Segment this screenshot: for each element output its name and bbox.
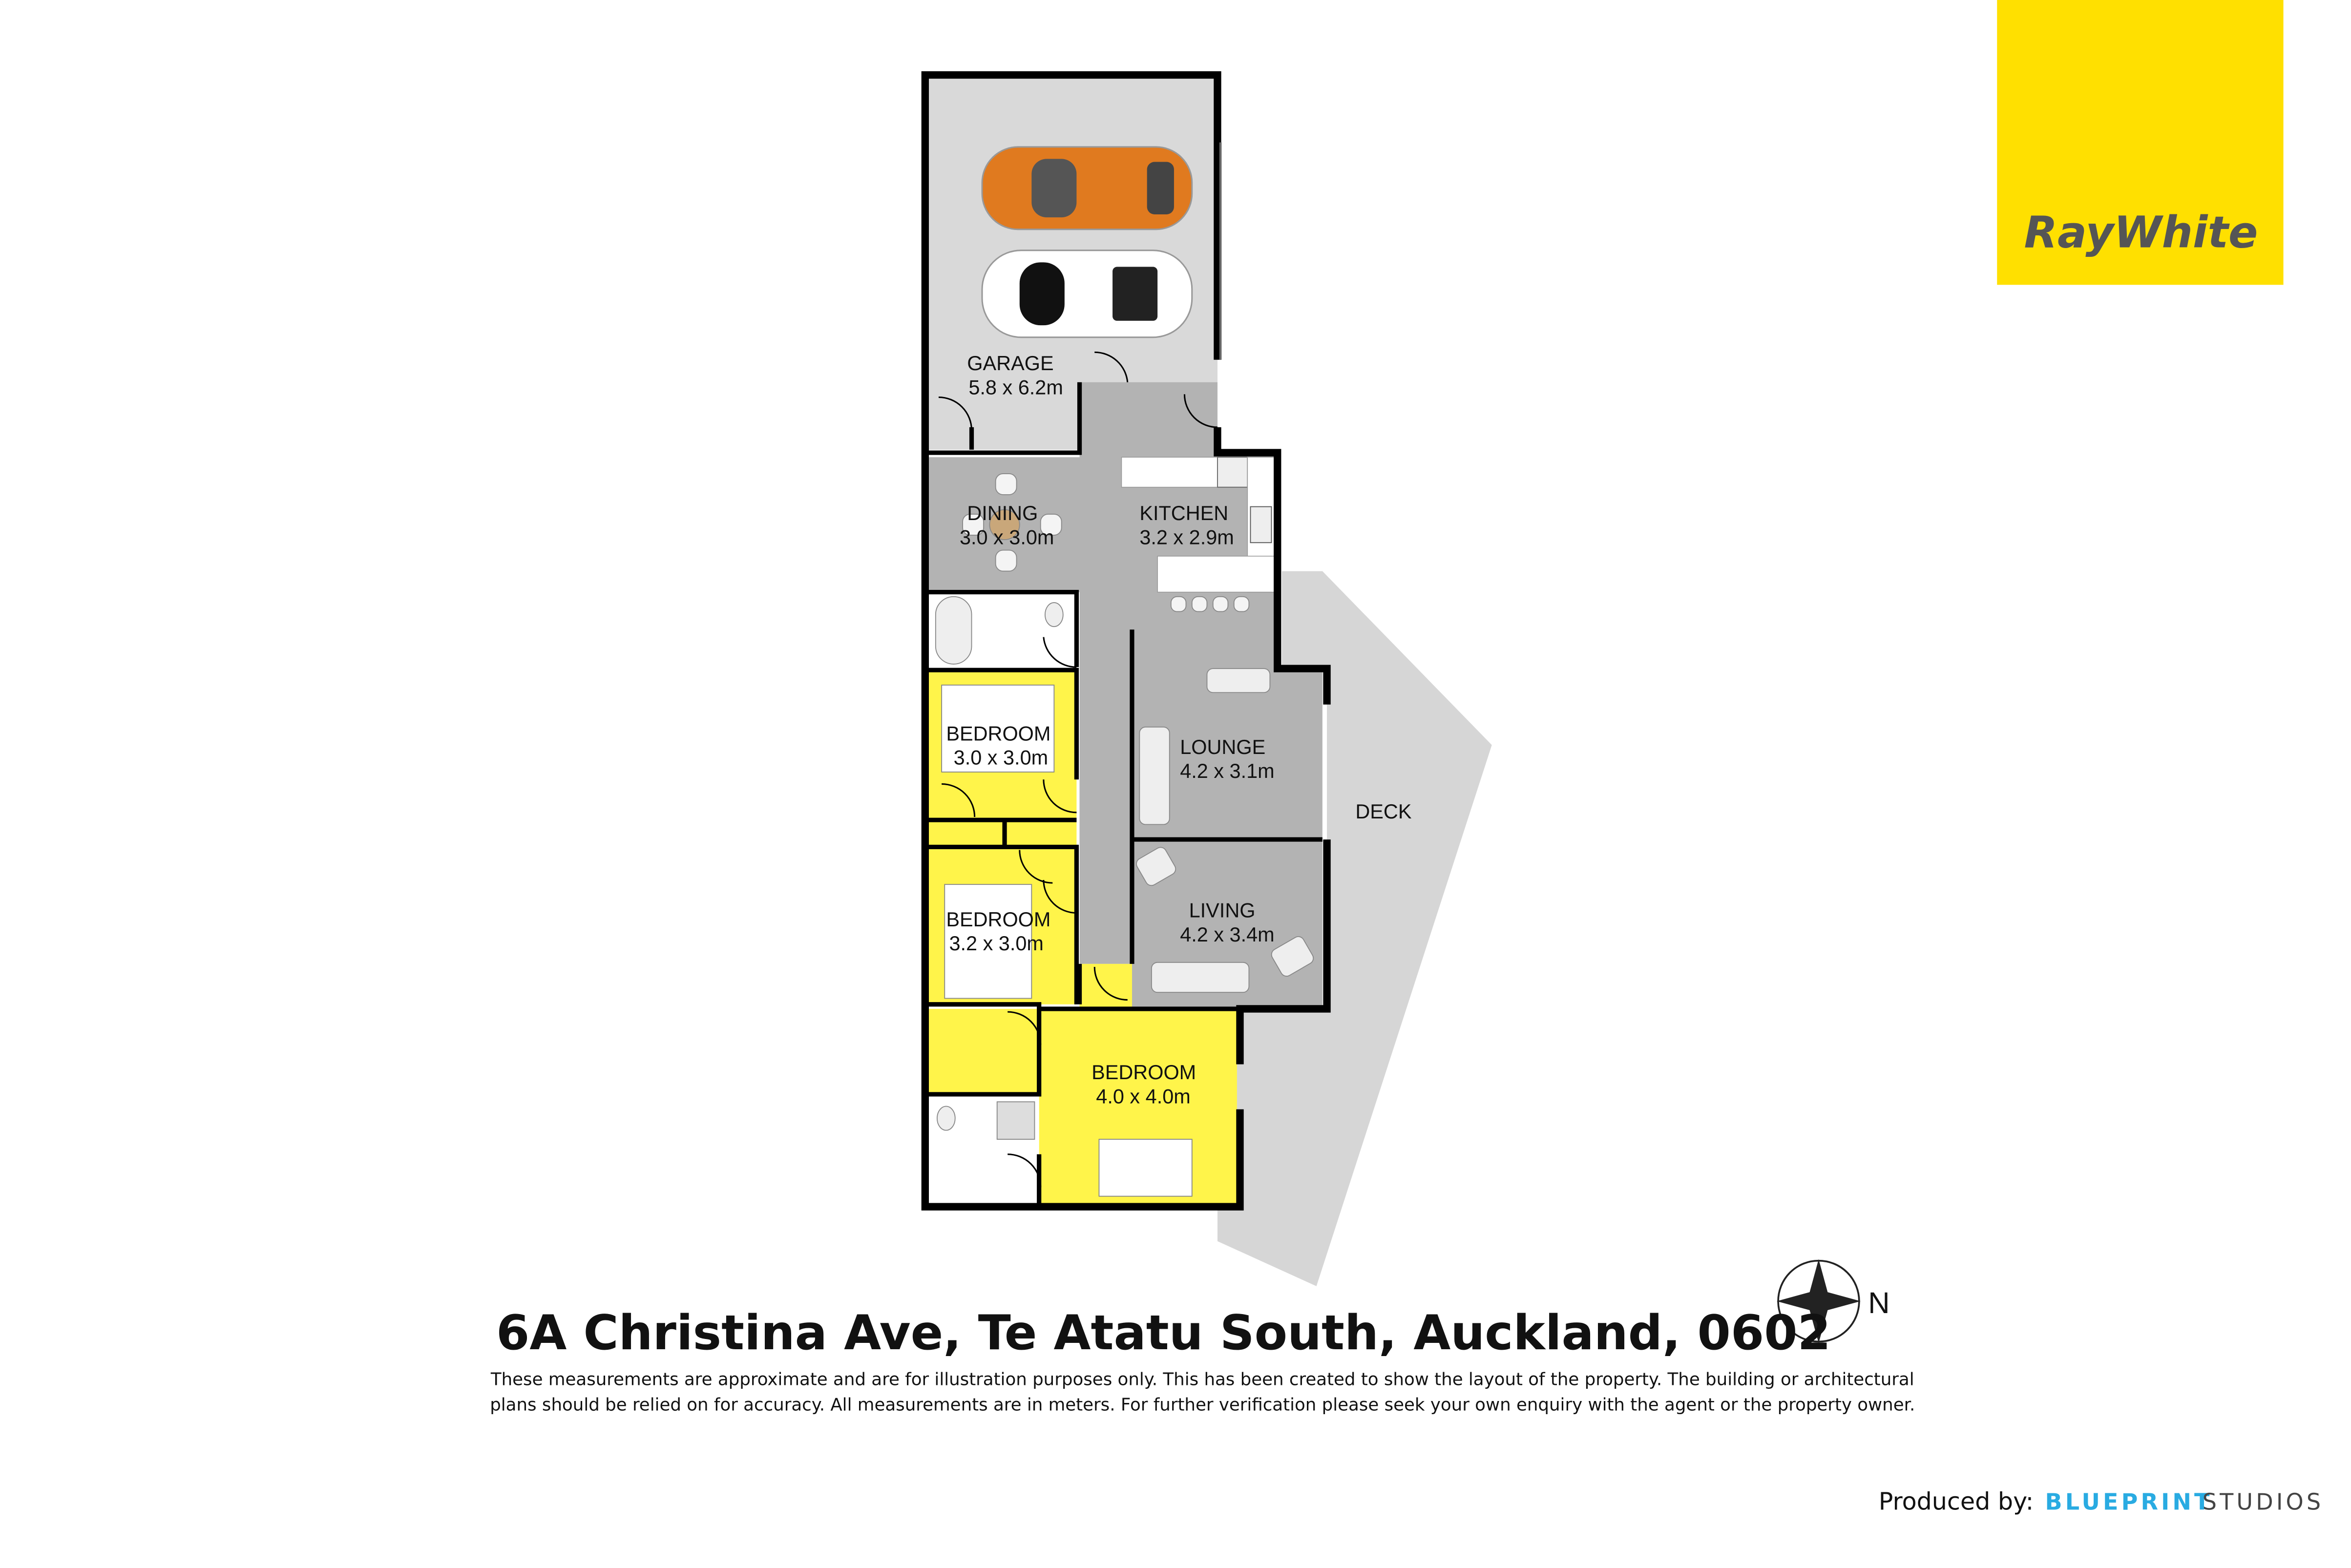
svg-text:LOUNGE: LOUNGE [1180, 735, 1265, 758]
svg-text:3.2 x 3.0m: 3.2 x 3.0m [949, 932, 1043, 955]
hall-yellow [1079, 963, 1132, 1009]
room-label-deck: DECK [1355, 800, 1411, 823]
svg-text:RayWhite: RayWhite [2024, 207, 2258, 258]
exterior-walls [921, 71, 1331, 1211]
svg-text:GARAGE: GARAGE [967, 352, 1053, 375]
producer-credit: Produced by: BLUEPRINT STUDIOS [1879, 1487, 2324, 1515]
svg-text:BEDROOM: BEDROOM [946, 908, 1050, 931]
kitchen-island [1157, 556, 1278, 593]
main-floor [928, 382, 1322, 1009]
svg-text:BEDROOM: BEDROOM [1092, 1061, 1196, 1084]
svg-text:KITCHEN: KITCHEN [1139, 502, 1228, 524]
address-title: 6A Christina Ave, Te Atatu South, Auckla… [496, 1305, 1831, 1361]
bar-stools [1170, 596, 1250, 612]
sink [1250, 506, 1272, 544]
door-swings [938, 351, 1217, 1188]
interior-walls [925, 382, 1322, 1207]
svg-text:3.2 x 2.9m: 3.2 x 2.9m [1139, 525, 1234, 548]
svg-text:3.0 x 3.0m: 3.0 x 3.0m [960, 525, 1054, 548]
white-car [981, 250, 1193, 338]
compass-icon: N [1776, 1259, 1890, 1343]
cooktop [1217, 457, 1248, 488]
svg-text:3.0 x 3.0m: 3.0 x 3.0m [954, 746, 1048, 769]
orange-car [981, 146, 1193, 230]
svg-text:BEDROOM: BEDROOM [946, 722, 1050, 745]
svg-text:4.0 x 4.0m: 4.0 x 4.0m [1096, 1085, 1190, 1108]
svg-text:DINING: DINING [967, 502, 1038, 524]
svg-text:STUDIOS: STUDIOS [2203, 1488, 2324, 1515]
svg-text:4.2 x 3.4m: 4.2 x 3.4m [1180, 923, 1274, 946]
svg-text:Produced by:: Produced by: [1879, 1487, 2034, 1515]
deck-area [1217, 571, 1492, 1286]
svg-text:LIVING: LIVING [1189, 899, 1256, 922]
dining-table [962, 473, 1062, 572]
furniture [935, 596, 1314, 1197]
wardrobe-floor [928, 1008, 1039, 1096]
svg-text:N: N [1868, 1286, 1889, 1320]
svg-text:BLUEPRINT: BLUEPRINT [2045, 1488, 2212, 1515]
svg-text:4.2 x 3.1m: 4.2 x 3.1m [1180, 759, 1274, 782]
svg-text:5.8 x 6.2m: 5.8 x 6.2m [968, 376, 1063, 398]
raywhite-logo: RayWhite [1997, 0, 2284, 285]
disclaimer-line-1: These measurements are approximate and a… [490, 1369, 1914, 1389]
disclaimer-line-2: plans should be relied on for accuracy. … [490, 1395, 1915, 1415]
